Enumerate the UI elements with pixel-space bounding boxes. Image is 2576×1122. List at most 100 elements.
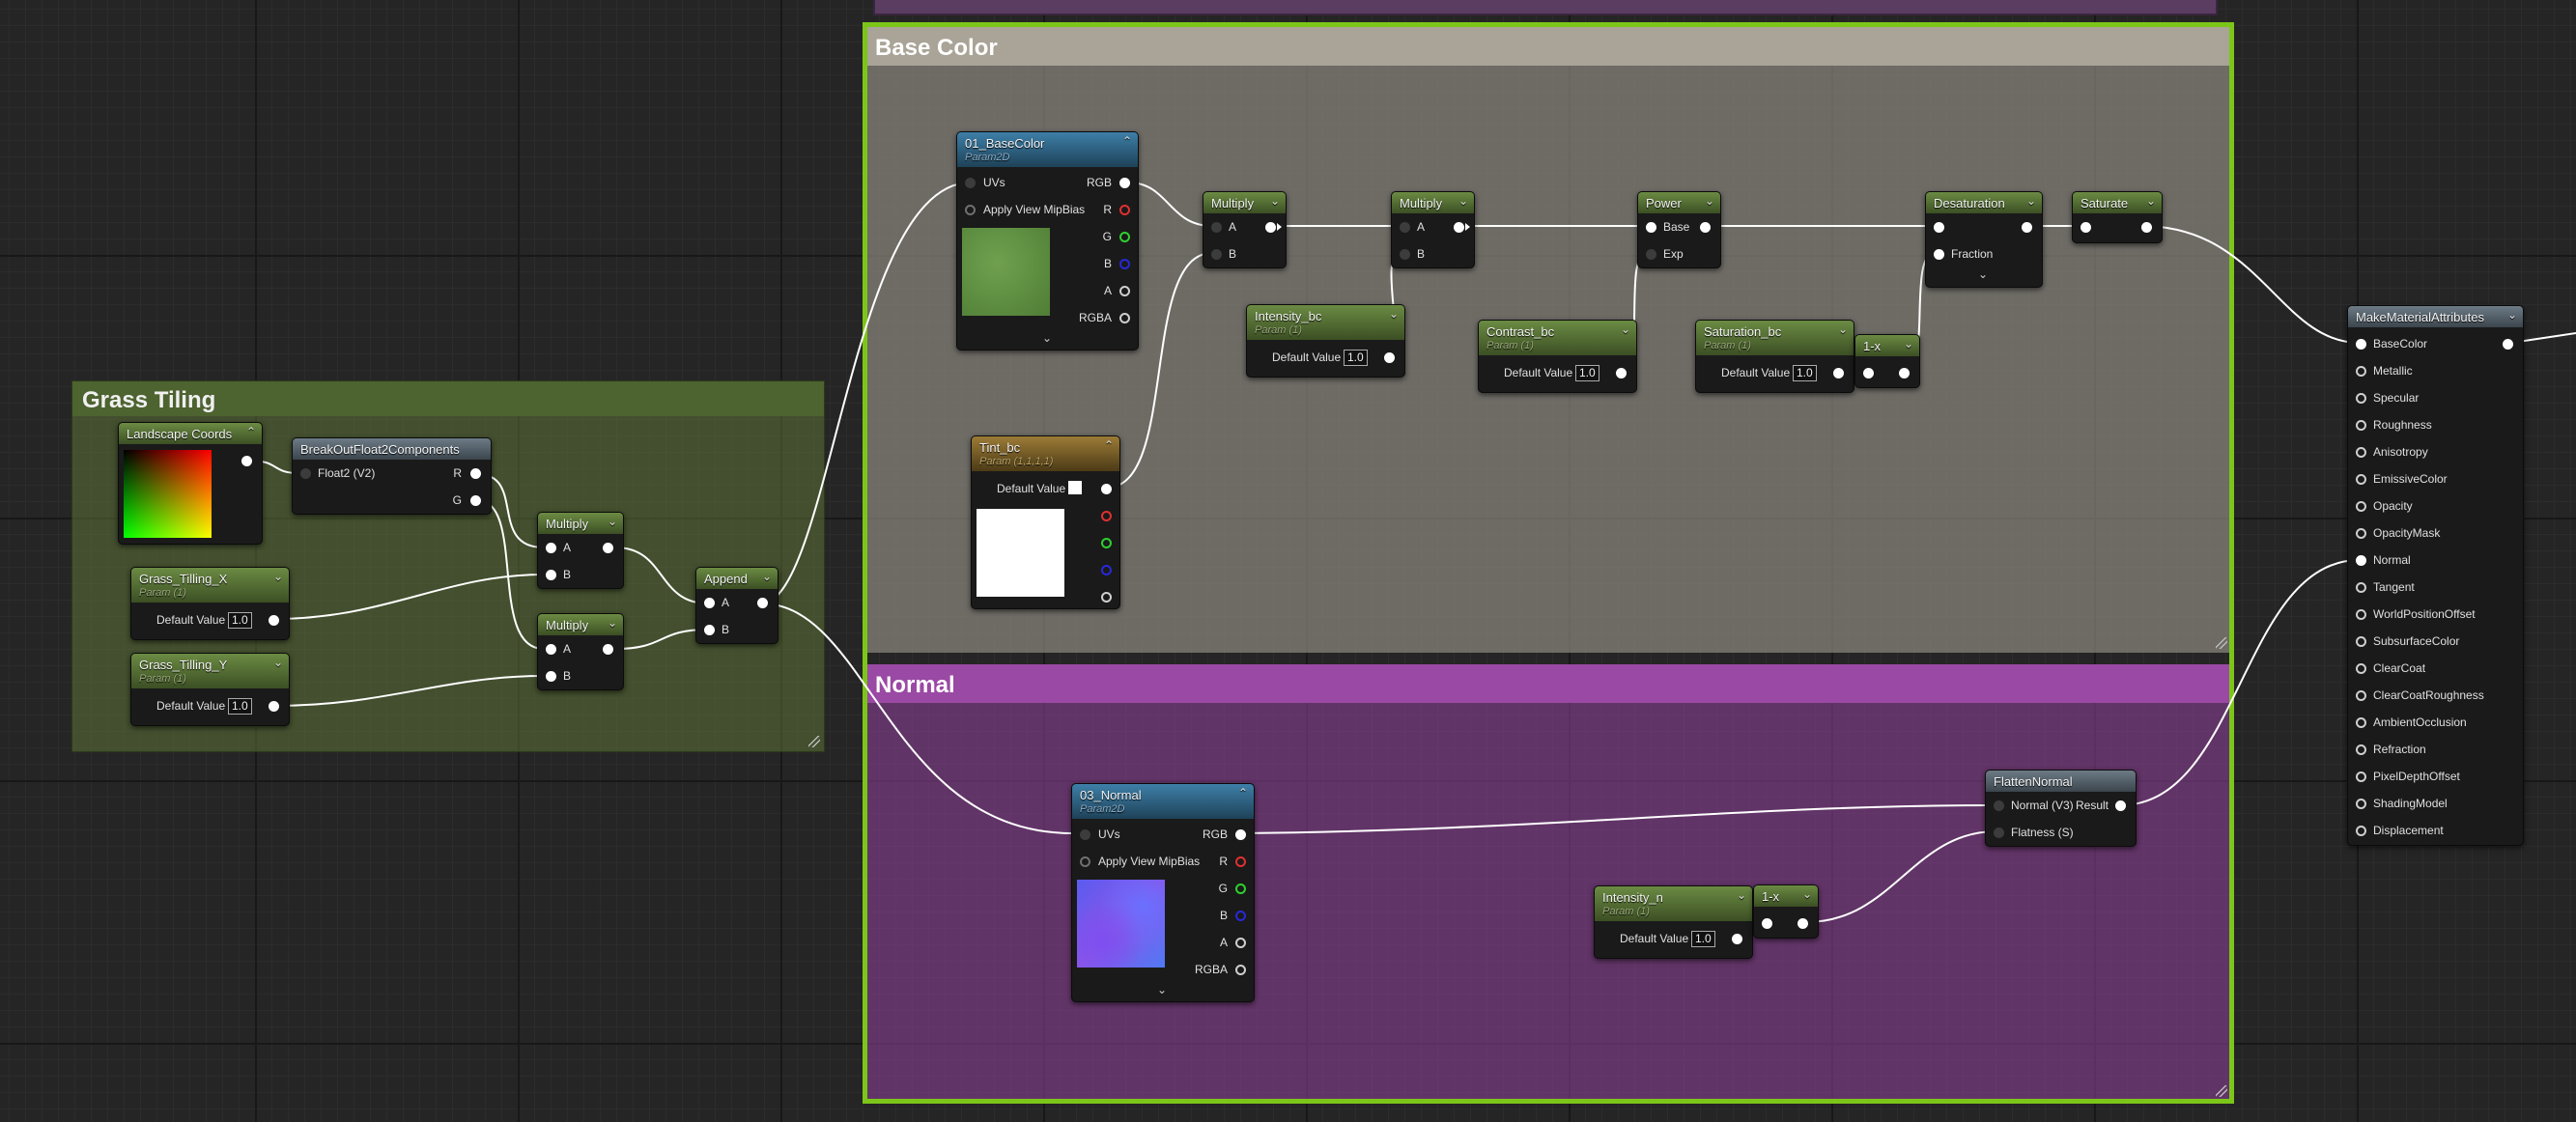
pin-attr-in[interactable]	[2356, 826, 2366, 836]
pin-r-out[interactable]	[1101, 511, 1112, 521]
pin-rgb-out[interactable]	[1235, 829, 1246, 840]
pin-a-out[interactable]	[1101, 592, 1112, 603]
pin-r-out[interactable]	[1235, 856, 1246, 867]
node-one-minus-n[interactable]: 1-x⌄	[1753, 884, 1819, 939]
node-tint-bc[interactable]: Tint_bc Param (1,1,1,1) ⌃ Default Value	[971, 435, 1120, 609]
chevron-down-icon[interactable]: ⌄	[607, 515, 617, 528]
node-grass-multiply-2[interactable]: Multiply⌄ A B	[537, 613, 624, 690]
pin-r-out[interactable]	[470, 468, 481, 479]
pin-attr-in[interactable]	[2356, 420, 2366, 431]
pin-mipbias[interactable]	[1080, 856, 1090, 867]
node-normal-texture[interactable]: 03_Normal Param2D ⌃ UVs Apply View MipBi…	[1071, 783, 1255, 1002]
pin-out[interactable]	[1384, 352, 1395, 363]
chevron-down-icon[interactable]: ⌄	[1620, 323, 1630, 336]
node-saturate[interactable]: Saturate⌄	[2072, 191, 2163, 243]
pin-b-out[interactable]	[1101, 565, 1112, 575]
node-breakout-float2[interactable]: BreakOutFloat2Components Float2 (V2) R G	[292, 437, 492, 515]
node-intensity-n[interactable]: Intensity_n Param (1) ⌄ Default Value 1.…	[1594, 885, 1753, 959]
pin-attr-in[interactable]	[2356, 609, 2366, 620]
pin-a-in[interactable]	[704, 598, 715, 608]
pin-rgb-out[interactable]	[1119, 178, 1130, 188]
chevron-down-icon[interactable]: ⌄	[607, 616, 617, 630]
pin-normal-in[interactable]	[1994, 800, 2004, 811]
pin-in[interactable]	[1863, 368, 1874, 379]
pin-attr-in[interactable]	[2356, 717, 2366, 728]
chevron-down-icon[interactable]: ⌄	[2506, 308, 2517, 322]
value-input[interactable]: 1.0	[228, 698, 252, 715]
pin-out[interactable]	[1899, 368, 1910, 379]
color-swatch-small[interactable]	[1068, 481, 1082, 494]
node-grass-multiply-1[interactable]: Multiply⌄ A B	[537, 512, 624, 589]
chevron-down-icon[interactable]: ⌄	[1978, 267, 1989, 281]
pin-attr-in[interactable]	[2356, 366, 2366, 377]
pin-out[interactable]	[2022, 222, 2032, 233]
pin-out[interactable]	[757, 598, 768, 608]
pin-in[interactable]	[2081, 222, 2091, 233]
pin-a-in[interactable]	[1400, 222, 1410, 233]
pin-out[interactable]	[269, 615, 279, 626]
chevron-down-icon[interactable]: ⌄	[272, 570, 283, 583]
chevron-up-icon[interactable]: ⌃	[1103, 438, 1114, 452]
node-append[interactable]: Append⌄ A B	[695, 567, 778, 644]
chevron-down-icon[interactable]: ⌄	[1269, 194, 1280, 208]
pin-g-out[interactable]	[1119, 232, 1130, 242]
pin-b-in[interactable]	[1400, 249, 1410, 260]
pin-out[interactable]	[1454, 222, 1464, 233]
pin-r-out[interactable]	[1119, 205, 1130, 215]
chevron-down-icon[interactable]: ⌄	[1458, 194, 1468, 208]
chevron-down-icon[interactable]: ⌄	[1388, 307, 1399, 321]
pin-attr-in[interactable]	[2356, 447, 2366, 458]
pin-attr-in[interactable]	[2356, 528, 2366, 539]
pin-out[interactable]	[1732, 934, 1742, 944]
pin-b-in[interactable]	[546, 671, 556, 682]
pin-a-in[interactable]	[1211, 222, 1222, 233]
pin-attr-in[interactable]	[2356, 663, 2366, 674]
resize-handle[interactable]	[2216, 1085, 2227, 1097]
pin-exp-in[interactable]	[1646, 249, 1656, 260]
comment-normal[interactable]: Normal	[865, 664, 2231, 1101]
chevron-down-icon[interactable]: ⌄	[1704, 194, 1714, 208]
resize-handle[interactable]	[2216, 637, 2227, 649]
node-grass-tilling-x[interactable]: Grass_Tilling_X Param (1) ⌄ Default Valu…	[130, 567, 290, 640]
node-flatten-normal[interactable]: FlattenNormal Normal (V3) Result Flatnes…	[1985, 770, 2137, 847]
pin-b-in[interactable]	[1211, 249, 1222, 260]
chevron-down-icon[interactable]: ⌄	[1903, 337, 1913, 351]
pin-in[interactable]	[1934, 222, 1944, 233]
pin-out[interactable]	[1616, 368, 1627, 379]
node-multiply-2[interactable]: Multiply⌄ A B	[1391, 191, 1475, 268]
value-input[interactable]: 1.0	[228, 612, 252, 629]
resize-handle[interactable]	[808, 736, 820, 747]
pin-rgba-out[interactable]	[1119, 313, 1130, 323]
node-contrast-bc[interactable]: Contrast_bc Param (1) ⌄ Default Value 1.…	[1478, 320, 1637, 393]
comment-top-partial[interactable]	[873, 0, 2218, 15]
pin-attr-in[interactable]	[2356, 339, 2366, 350]
node-power[interactable]: Power⌄ Base Exp	[1637, 191, 1721, 268]
pin-attr-in[interactable]	[2356, 771, 2366, 782]
chevron-down-icon[interactable]: ⌄	[761, 570, 772, 583]
value-input[interactable]: 1.0	[1575, 365, 1599, 381]
node-intensity-bc[interactable]: Intensity_bc Param (1) ⌄ Default Value 1…	[1246, 304, 1405, 378]
chevron-up-icon[interactable]: ⌃	[1237, 786, 1248, 799]
pin-out[interactable]	[241, 456, 252, 466]
value-input[interactable]: 1.0	[1344, 350, 1368, 366]
pin-out[interactable]	[603, 543, 613, 553]
pin-uvs[interactable]	[965, 178, 976, 188]
value-input[interactable]: 1.0	[1691, 931, 1715, 947]
pin-rgba-out[interactable]	[1235, 965, 1246, 975]
pin-attr-in[interactable]	[2356, 690, 2366, 701]
pin-a-out[interactable]	[1119, 286, 1130, 296]
node-landscape-coords[interactable]: Landscape Coords⌃	[118, 422, 263, 545]
pin-attr-in[interactable]	[2356, 744, 2366, 755]
value-input[interactable]: 1.0	[1793, 365, 1817, 381]
pin-g-out[interactable]	[470, 495, 481, 506]
node-desaturation[interactable]: Desaturation⌄ Fraction ⌄	[1925, 191, 2043, 288]
node-grass-tilling-y[interactable]: Grass_Tilling_Y Param (1) ⌄ Default Valu…	[130, 653, 290, 726]
pin-out[interactable]	[2141, 222, 2152, 233]
pin-g-out[interactable]	[1235, 884, 1246, 894]
pin-attr-in[interactable]	[2356, 636, 2366, 647]
chevron-down-icon[interactable]: ⌄	[2145, 194, 2156, 208]
chevron-down-icon[interactable]: ⌄	[1736, 888, 1746, 902]
chevron-down-icon[interactable]: ⌄	[2025, 194, 2036, 208]
pin-a-in[interactable]	[546, 644, 556, 655]
pin-out[interactable]	[1700, 222, 1711, 233]
